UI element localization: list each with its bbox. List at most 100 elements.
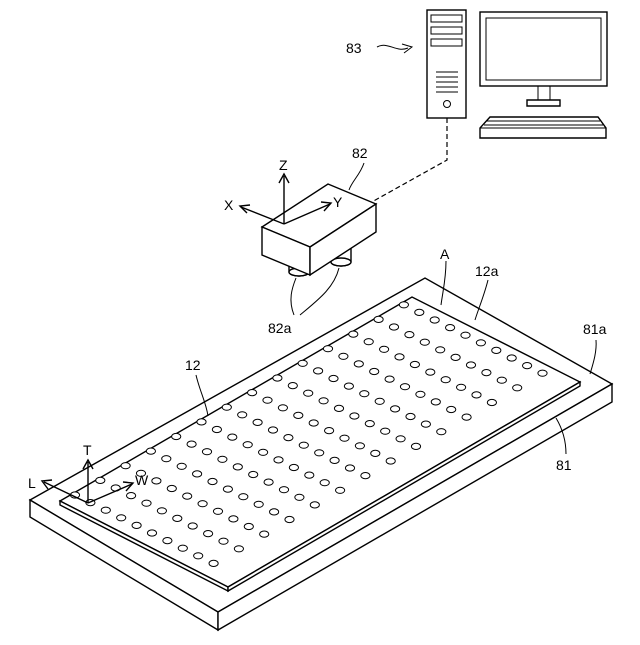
label-axis-x: X bbox=[224, 197, 234, 213]
sheet-mark bbox=[391, 406, 400, 412]
sheet-mark bbox=[344, 383, 353, 389]
sheet-mark bbox=[339, 353, 348, 359]
sheet-mark bbox=[410, 361, 419, 367]
sheet-mark bbox=[365, 421, 374, 427]
sheet-mark bbox=[188, 523, 197, 529]
sheet-mark bbox=[426, 369, 435, 375]
sheet-mark bbox=[152, 478, 161, 484]
sheet-mark bbox=[476, 340, 485, 346]
sheet-mark bbox=[198, 501, 207, 507]
sheet-mark bbox=[395, 354, 404, 360]
sheet-mark bbox=[223, 486, 232, 492]
sheet-mark bbox=[334, 405, 343, 411]
sheet-mark bbox=[354, 361, 363, 367]
sheet-mark bbox=[304, 390, 313, 396]
sheet-mark bbox=[284, 435, 293, 441]
sheet-mark bbox=[446, 325, 455, 331]
sheet-mark bbox=[244, 523, 253, 529]
sheet-mark bbox=[260, 531, 269, 537]
sheet-mark bbox=[146, 448, 155, 454]
sheet-mark bbox=[305, 472, 314, 478]
cable-dashed-line bbox=[370, 118, 447, 203]
sheet-mark bbox=[340, 435, 349, 441]
sheet-mark bbox=[371, 450, 380, 456]
sheet-mark bbox=[289, 464, 298, 470]
sheet-mark bbox=[451, 354, 460, 360]
sheet-mark bbox=[263, 397, 272, 403]
sheet-mark bbox=[309, 420, 318, 426]
sheet-mark bbox=[497, 377, 506, 383]
sheet-mark bbox=[285, 516, 294, 522]
sheet-mark bbox=[162, 456, 171, 462]
sheet-mark bbox=[349, 331, 358, 337]
sheet-mark bbox=[492, 347, 501, 353]
sheet-mark bbox=[364, 339, 373, 345]
sheet-mark bbox=[380, 346, 389, 352]
sheet-mark bbox=[96, 477, 105, 483]
leader-83 bbox=[377, 45, 408, 49]
sheet-mark bbox=[420, 339, 429, 345]
computer-monitor bbox=[480, 12, 607, 106]
sheet-mark bbox=[360, 391, 369, 397]
sheet-mark bbox=[319, 398, 328, 404]
computer-keyboard bbox=[480, 117, 606, 138]
sheet-mark bbox=[248, 390, 257, 396]
sheet-mark bbox=[173, 515, 182, 521]
sheet-mark bbox=[437, 429, 446, 435]
sheet-mark bbox=[177, 463, 186, 469]
sheet-mark bbox=[523, 363, 532, 369]
sheet-mark bbox=[121, 463, 130, 469]
sheet-mark bbox=[142, 500, 151, 506]
sheet-mark bbox=[345, 465, 354, 471]
sheet-mark bbox=[538, 370, 547, 376]
sheet-mark bbox=[325, 428, 334, 434]
sheet-mark bbox=[243, 442, 252, 448]
sheet-mark bbox=[375, 398, 384, 404]
sheet-mark bbox=[400, 384, 409, 390]
sheet-mark bbox=[163, 538, 172, 544]
sheet-mark bbox=[461, 332, 470, 338]
sheet-mark bbox=[399, 302, 408, 308]
sheet-mark bbox=[117, 515, 126, 521]
sheet-mark bbox=[405, 332, 414, 338]
sheet-mark bbox=[396, 436, 405, 442]
label-axis-w: W bbox=[135, 472, 149, 488]
sheet-mark bbox=[482, 370, 491, 376]
sheet-mark bbox=[274, 457, 283, 463]
sheet-mark bbox=[288, 383, 297, 389]
label-axis-l: L bbox=[28, 475, 36, 491]
sheet-mark bbox=[132, 522, 141, 528]
sheet-mark bbox=[487, 399, 496, 405]
sheet-mark bbox=[406, 413, 415, 419]
sheet-mark bbox=[249, 471, 258, 477]
label-12: 12 bbox=[185, 357, 201, 373]
sheet-mark bbox=[320, 480, 329, 486]
sheet-mark bbox=[386, 458, 395, 464]
sheet-mark bbox=[310, 502, 319, 508]
sheet-mark bbox=[513, 385, 522, 391]
sheet-mark bbox=[385, 376, 394, 382]
sheet-mark bbox=[254, 501, 263, 507]
sheet-mark bbox=[172, 433, 181, 439]
label-82a: 82a bbox=[268, 320, 292, 336]
sheet-mark bbox=[213, 508, 222, 514]
sheet-mark bbox=[466, 362, 475, 368]
sheet-mark bbox=[233, 464, 242, 470]
sheet-mark bbox=[127, 493, 136, 499]
sheet-mark bbox=[238, 412, 247, 418]
sheet-mark bbox=[462, 414, 471, 420]
sheet-mark bbox=[273, 375, 282, 381]
sheet-mark bbox=[355, 443, 364, 449]
sheet-mark bbox=[298, 360, 307, 366]
sheet-mark bbox=[208, 478, 217, 484]
sheet-mark bbox=[239, 494, 248, 500]
sheet-mark bbox=[167, 485, 176, 491]
sheet-mark bbox=[323, 346, 332, 352]
label-a: A bbox=[440, 246, 450, 262]
sheet-mark bbox=[361, 473, 370, 479]
leader-81a bbox=[590, 340, 596, 374]
sheet-mark bbox=[415, 309, 424, 315]
leader-82a-left bbox=[291, 278, 296, 315]
sheet-mark bbox=[270, 509, 279, 515]
